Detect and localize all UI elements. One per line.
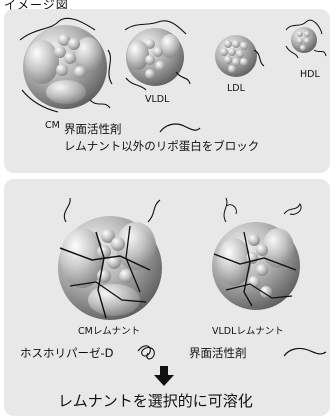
hdl-particle: [286, 20, 326, 58]
vldl-remnant-particle: [212, 198, 301, 310]
phospholipase-d-icon: [138, 346, 154, 359]
remnant-label-cm: CMレムナント: [78, 326, 140, 338]
surfactant-label: 界面活性剤: [64, 122, 122, 137]
block-description: レムナント以外のリポ蛋白をブロック: [64, 139, 259, 154]
surfactant-line-icon-bottom: [284, 348, 326, 356]
down-arrow-icon: [154, 366, 174, 386]
particle-label-ldl: LDL: [227, 83, 245, 95]
cm-remnant-particle: [58, 198, 162, 320]
surfactant-line-icon: [160, 124, 200, 132]
surfactant-label-bottom: 界面活性剤: [189, 346, 247, 361]
particle-label-vldl: VLDL: [145, 94, 169, 106]
particle-label-hdl: HDL: [300, 69, 320, 81]
remnant-label-vldl: VLDLレムナント: [212, 326, 284, 338]
enzyme-label: ホスホリパーゼ-D: [20, 346, 114, 361]
particle-label-cm: CM: [45, 120, 60, 132]
ldl-particle: [215, 35, 264, 77]
vldl-particle: [125, 21, 190, 90]
cm-particle: [20, 18, 112, 112]
result-text: レムナントを選択的に可溶化: [58, 392, 253, 410]
